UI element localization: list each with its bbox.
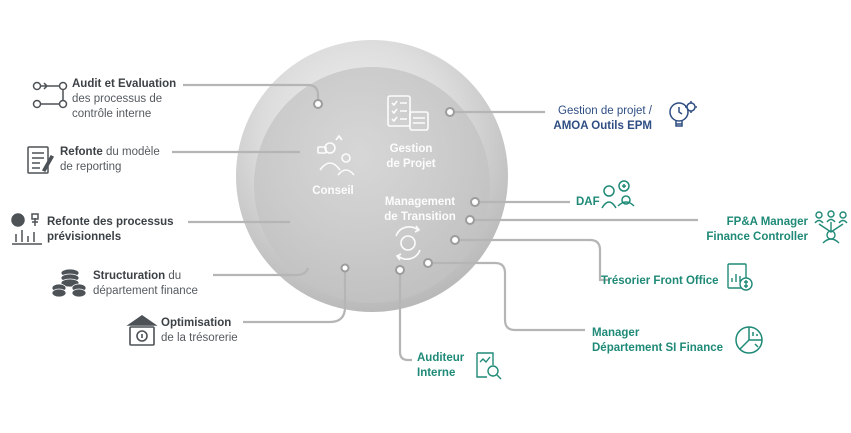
tresorerie-title: Optimisation [161,317,232,329]
label-tresorerie: Optimisation de la trésorerie [161,316,238,346]
gear-bulb-icon [669,101,697,127]
audit-line2: des processus de [72,93,163,105]
inner-sphere [254,67,490,303]
forecast-chart-icon [11,213,42,245]
treasury-report-icon [727,263,753,291]
dot-fpa [465,215,475,225]
label-si-finance: Manager Département SI Finance [592,326,723,356]
consulting-people-icon [317,134,355,176]
label-audit: Audit et Evaluation des processus de con… [72,77,176,122]
label-fpa: FP&A Manager Finance Controller [702,215,808,245]
audit-line3: contrôle interne [72,108,152,120]
reporting-title: Refonte [60,146,103,158]
dot-daf [470,197,480,207]
report-checklist-icon [27,146,55,174]
auditeur-line1: Auditeur [417,352,465,364]
label-structuration: Structuration du département finance [93,269,198,299]
pie-chart-icon [735,326,763,354]
gestion-projet-line1: Gestion de projet / [558,105,652,117]
audit-title: Audit et Evaluation [72,78,177,90]
fpa-line2: Finance Controller [706,231,808,243]
previsionnels-title: Refonte des processus [47,216,174,228]
label-daf: DAF [576,195,600,210]
dot-auditeur [395,265,405,275]
clipboard-checklist-icon [387,95,429,131]
gestion-line2: de Projet [386,158,436,170]
dot-audit [313,99,323,109]
connector-auditeur [398,270,412,362]
transition-cycle-icon [395,225,421,261]
management-transition-label: Management de Transition [370,195,470,225]
label-tresorier: Trésorier Front Office [601,274,719,289]
dot-gestion [445,107,455,117]
daf-team-icon [601,180,635,209]
safe-treasury-icon [126,315,158,346]
connector-si [428,261,585,332]
previsionnels-line2: prévisionnels [47,231,122,243]
management-line2: de Transition [384,211,456,223]
audit-search-icon [476,352,502,380]
process-flow-icon [32,81,68,109]
connector-tresorerie [243,268,347,324]
tresorier-title: Trésorier Front Office [601,275,719,287]
people-network-icon [814,210,848,244]
label-auditeur: Auditeur Interne [417,351,464,381]
dot-tresorerie [340,263,350,273]
structuration-rest: du [165,270,182,282]
tresorerie-line2: de la trésorerie [161,332,238,344]
coins-stack-icon [51,268,87,298]
management-line1: Management [384,196,456,208]
label-reporting: Refonte du modèle de reporting [60,145,160,175]
si-finance-line1: Manager [592,327,640,339]
fpa-line1: FP&A Manager [726,216,808,228]
reporting-line2: de reporting [60,161,122,173]
label-gestion-projet: Gestion de projet / AMOA Outils EPM [552,104,652,134]
gestion-line1: Gestion [389,143,433,155]
label-previsionnels: Refonte des processus prévisionnels [47,215,174,245]
gestion-projet-label: Gestion de Projet [376,142,446,172]
connector-structuration [213,267,310,277]
daf-title: DAF [576,196,600,208]
gestion-projet-line2: AMOA Outils EPM [553,120,652,132]
reporting-rest: du modèle [102,146,160,158]
conseil-label: Conseil [312,185,354,197]
si-finance-line2: Département SI Finance [592,342,724,354]
structuration-line2: département finance [93,285,198,297]
dot-si [423,258,433,268]
connector-tresorier [455,238,610,282]
structuration-title: Structuration [93,270,166,282]
auditeur-line2: Interne [417,367,456,379]
dot-tresorier [450,235,460,245]
connector-audit [183,83,320,104]
